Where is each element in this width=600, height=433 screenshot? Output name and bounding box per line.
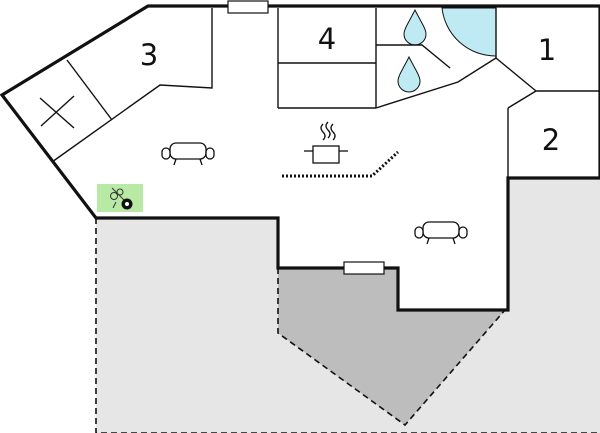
room-1-label: 1 — [538, 33, 556, 67]
bathroom — [397, 7, 497, 93]
window — [343, 261, 385, 275]
shower-tray — [441, 7, 497, 57]
terrace-dashed-border — [95, 218, 600, 433]
bathroom-wall-bottom — [375, 57, 497, 109]
exterior-wall — [0, 4, 600, 312]
sofa-icon — [161, 142, 215, 166]
room-2-label: 2 — [542, 123, 560, 157]
water-drop-icon — [403, 8, 427, 46]
fireplace-nook-wall — [66, 59, 113, 121]
cooking-pot-icon — [304, 121, 348, 164]
billiards-icon — [97, 184, 143, 212]
sofa-icon — [414, 221, 468, 245]
room-4-label: 4 — [318, 22, 336, 56]
bathroom-divider — [376, 44, 451, 69]
room-3-label: 3 — [140, 38, 158, 72]
room-1-wall — [495, 57, 537, 92]
water-drop-icon — [397, 55, 421, 93]
bedroom-3-wall — [51, 8, 213, 163]
room-2-wall — [507, 90, 600, 109]
outdoor-areas — [95, 178, 600, 433]
kitchen-counter — [282, 150, 400, 178]
covered-terrace — [278, 268, 505, 425]
fireplace-cross — [39, 95, 75, 129]
window — [227, 0, 269, 14]
interior-walls — [51, 8, 600, 178]
